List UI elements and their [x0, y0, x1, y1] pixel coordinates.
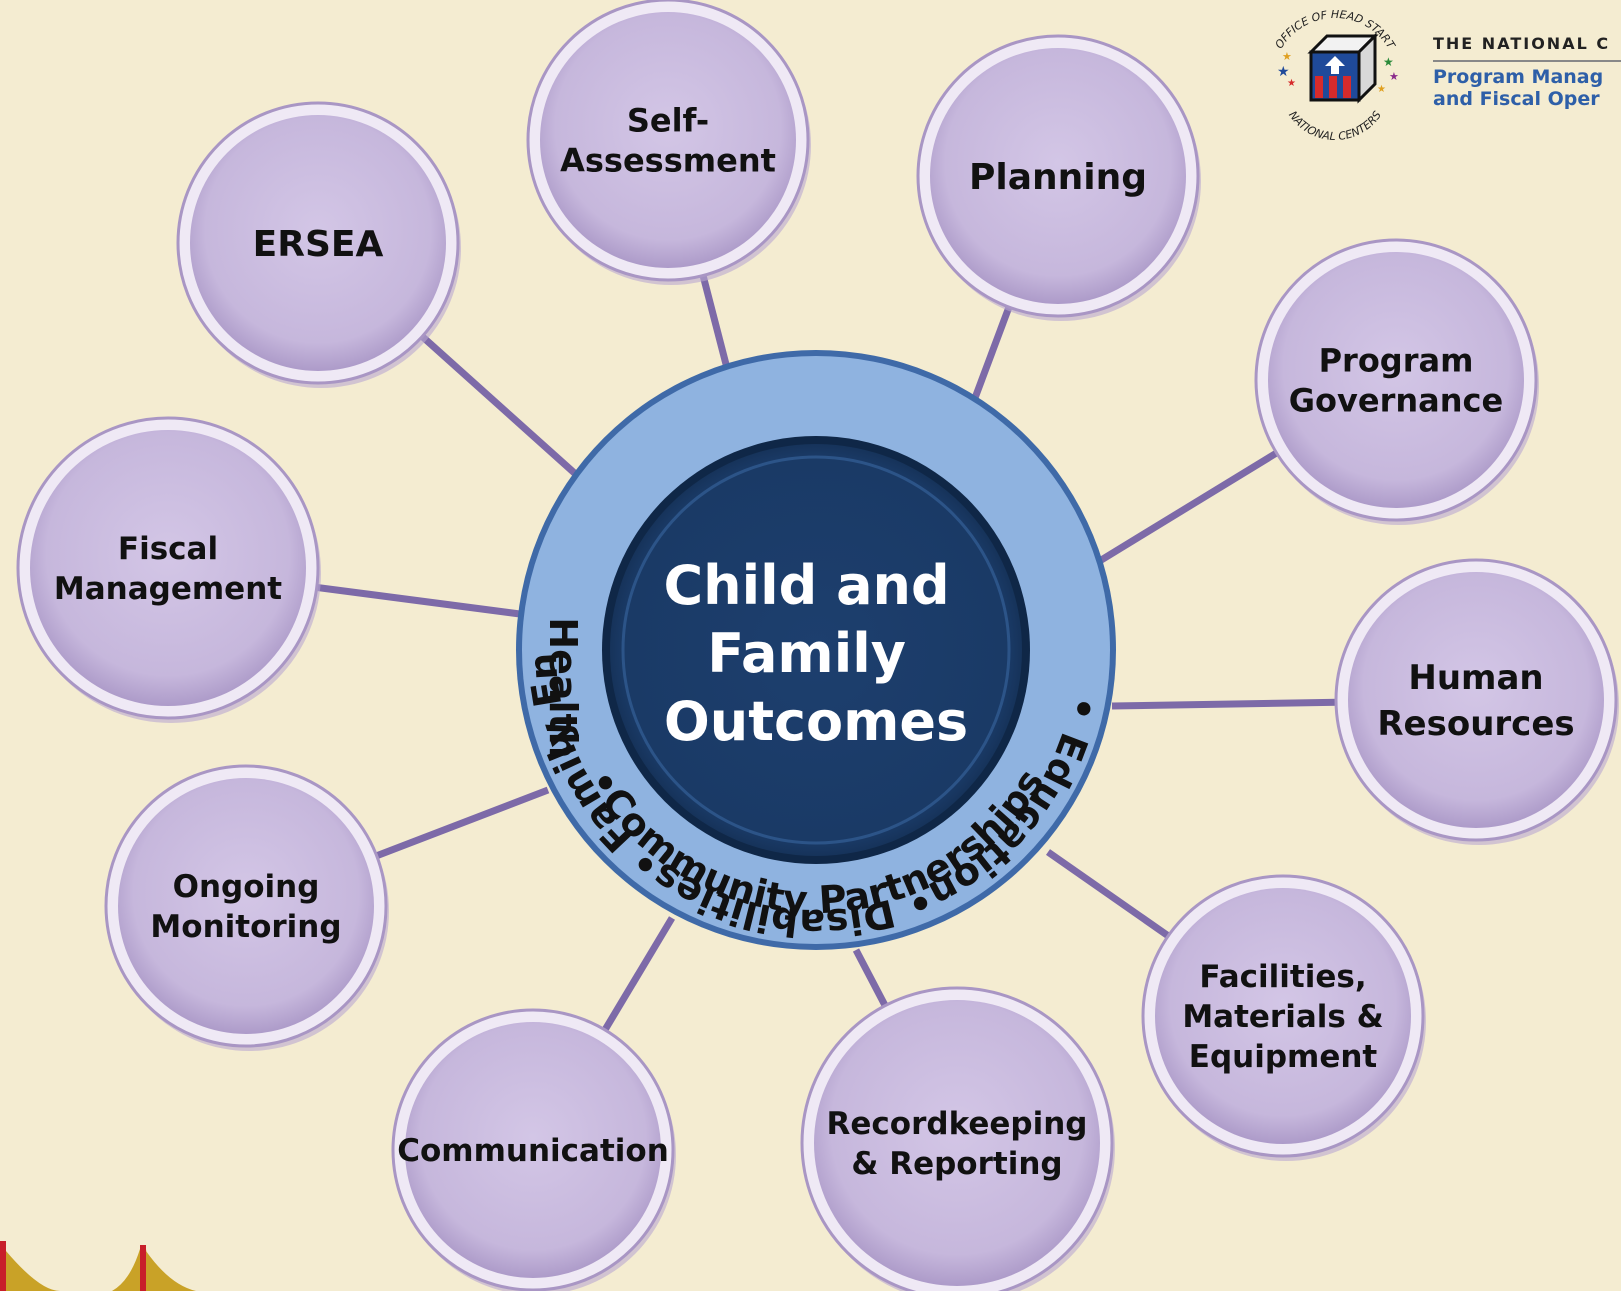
node-face — [1268, 252, 1524, 508]
ring-text-health: Health — [541, 617, 585, 758]
node-face — [118, 778, 374, 1034]
node-label-line: Communication — [397, 1133, 669, 1169]
node-face — [1155, 888, 1411, 1144]
block-side — [1357, 32, 1377, 104]
organization-name-line-1: Program Manag — [1433, 66, 1604, 88]
center-title-line-1: Child and — [664, 554, 950, 617]
organization-name: Program Manag and Fiscal Oper — [1433, 66, 1603, 110]
star-icon: ★ — [1389, 71, 1399, 83]
node-planning: Planning — [916, 34, 1201, 321]
node-label-line: & Reporting — [851, 1146, 1062, 1182]
node-label-line: Monitoring — [150, 909, 341, 945]
node-label-line: Resources — [1377, 704, 1574, 744]
star-icon: ★ — [1287, 78, 1296, 89]
node-face — [30, 430, 306, 706]
center-title-line-2: Family — [707, 622, 906, 685]
node-label-line: Governance — [1289, 382, 1503, 420]
organization-divider — [1433, 60, 1621, 62]
block-stripe — [1343, 76, 1351, 98]
block-stripe — [1329, 76, 1337, 98]
node-ersea: ERSEA — [176, 101, 461, 388]
node-face — [405, 1022, 661, 1278]
node-label-line: Recordkeeping — [827, 1106, 1088, 1142]
seal-text-bottom: NATIONAL CENTERS — [1286, 109, 1384, 143]
organization-name-line-2: and Fiscal Oper — [1433, 88, 1600, 110]
organization-logo: OFFICE OF HEAD START NATIONAL CENTERS ★ … — [1255, 0, 1621, 150]
node-label-line: Human — [1408, 658, 1543, 698]
node-label-line: Materials & — [1182, 999, 1383, 1035]
star-icon: ★ — [1277, 63, 1290, 79]
block-stripe — [1315, 76, 1323, 98]
center-title-line-3: Outcomes — [664, 690, 968, 753]
node-label-line: Ongoing — [173, 869, 320, 905]
corner-decoration — [0, 1241, 196, 1291]
node-face — [540, 12, 796, 268]
node-communication: Communication — [391, 1008, 676, 1291]
node-label-line: Program — [1319, 342, 1474, 380]
node-label-self-assessment: Self-Assessment — [560, 102, 776, 180]
node-label-facilities: Facilities, Materials & Equipment — [1182, 959, 1383, 1075]
node-face — [814, 1000, 1100, 1286]
node-label-ersea: ERSEA — [253, 224, 384, 265]
node-label-communication: Communication — [397, 1133, 669, 1169]
node-face — [1348, 572, 1604, 828]
node-recordkeeping: Recordkeeping & Reporting — [800, 986, 1115, 1291]
node-label-planning: Planning — [969, 157, 1147, 198]
house-icon — [1325, 56, 1345, 74]
organization-heading: THE NATIONAL C — [1433, 34, 1611, 53]
star-icon: ★ — [1377, 84, 1386, 95]
star-icon: ★ — [1282, 51, 1292, 63]
node-label-line: Planning — [969, 157, 1147, 198]
inner-circle-highlight — [621, 455, 1011, 845]
inner-circle — [610, 444, 1022, 856]
center-title: Child and Family Outcomes — [664, 554, 969, 753]
node-label-line: Facilities, — [1199, 959, 1366, 995]
node-label-line: Assessment — [560, 142, 776, 180]
node-facilities: Facilities, Materials & Equipment — [1141, 874, 1426, 1161]
node-self-assessment: Self-Assessment — [526, 0, 811, 285]
node-label-line: Self- — [627, 102, 709, 140]
node-label-line: Management — [54, 571, 282, 607]
node-label-recordkeeping: Recordkeeping & Reporting — [827, 1106, 1088, 1182]
node-label-line: Fiscal — [118, 531, 218, 567]
node-face — [190, 115, 446, 371]
node-face — [930, 48, 1186, 304]
node-label-line: ERSEA — [253, 224, 384, 265]
node-label-line: Equipment — [1189, 1039, 1378, 1075]
star-icon: ★ — [1383, 55, 1394, 69]
head-start-seal: OFFICE OF HEAD START NATIONAL CENTERS ★ … — [1273, 8, 1399, 143]
